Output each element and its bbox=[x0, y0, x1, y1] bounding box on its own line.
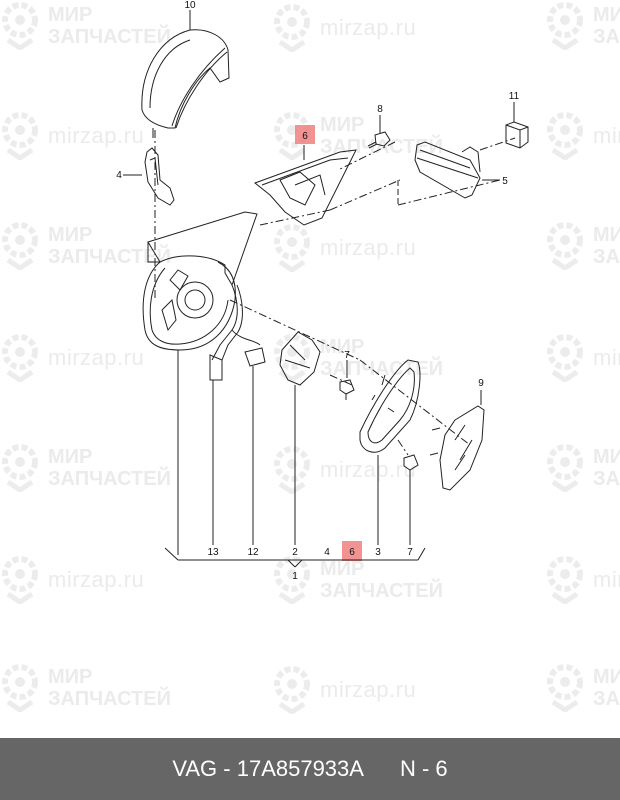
adjuster-motor-part-2 bbox=[279, 331, 321, 545]
callout-4-bottom: 4 bbox=[324, 547, 330, 558]
callout-12: 12 bbox=[247, 547, 259, 558]
callout-6-top: 6 bbox=[302, 131, 308, 142]
puddle-lamp-part-5 bbox=[414, 141, 500, 199]
callout-11: 11 bbox=[509, 91, 520, 102]
screw-part-7-lower bbox=[403, 454, 419, 545]
turn-signal-part-4 bbox=[123, 147, 175, 206]
screw-part-8 bbox=[367, 115, 391, 149]
callout-9: 9 bbox=[478, 378, 484, 389]
callout-1: 1 bbox=[292, 571, 298, 582]
mirror-glass-part-9 bbox=[429, 390, 485, 491]
triangle-trim-part-6 bbox=[253, 145, 357, 226]
callout-2: 2 bbox=[292, 547, 298, 558]
mirror-cap-part-10 bbox=[141, 10, 230, 138]
screw-part-7-upper bbox=[339, 360, 355, 400]
callout-3: 3 bbox=[375, 547, 381, 558]
footer-bar: VAG - 17A857933A N - 6 bbox=[0, 738, 620, 800]
callout-6-bottom: 6 bbox=[349, 547, 355, 558]
diagram-position: N - 6 bbox=[399, 756, 448, 781]
bottom-bracket bbox=[164, 547, 426, 568]
callout-4: 4 bbox=[116, 170, 122, 181]
diagram-stage: МИР ЗАПЧАСТЕЙ mirzap.ru МИР ЗАПЧАСТЕЙ mi… bbox=[2, 0, 620, 714]
callout-10: 10 bbox=[184, 0, 196, 11]
wiring-harness bbox=[209, 284, 266, 545]
mirror-carrier-part-3 bbox=[359, 359, 421, 545]
callout-7-mid: 7 bbox=[344, 350, 350, 361]
callout-8: 8 bbox=[377, 104, 383, 115]
callout-13: 13 bbox=[207, 547, 219, 558]
clip-part-11 bbox=[505, 102, 529, 149]
highlight-part-6-bottom[interactable] bbox=[342, 541, 362, 561]
mirror-housing-part-1 bbox=[142, 211, 258, 555]
highlight-part-6-top[interactable] bbox=[295, 125, 315, 144]
exploded-mirror-diagram: 10 8 6 11 4 5 7 9 13 12 2 4 6 3 7 1 bbox=[116, 0, 529, 582]
part-number: VAG - 17A857933A bbox=[172, 756, 364, 781]
callout-5: 5 bbox=[502, 176, 508, 187]
callout-7-bottom: 7 bbox=[407, 547, 413, 558]
